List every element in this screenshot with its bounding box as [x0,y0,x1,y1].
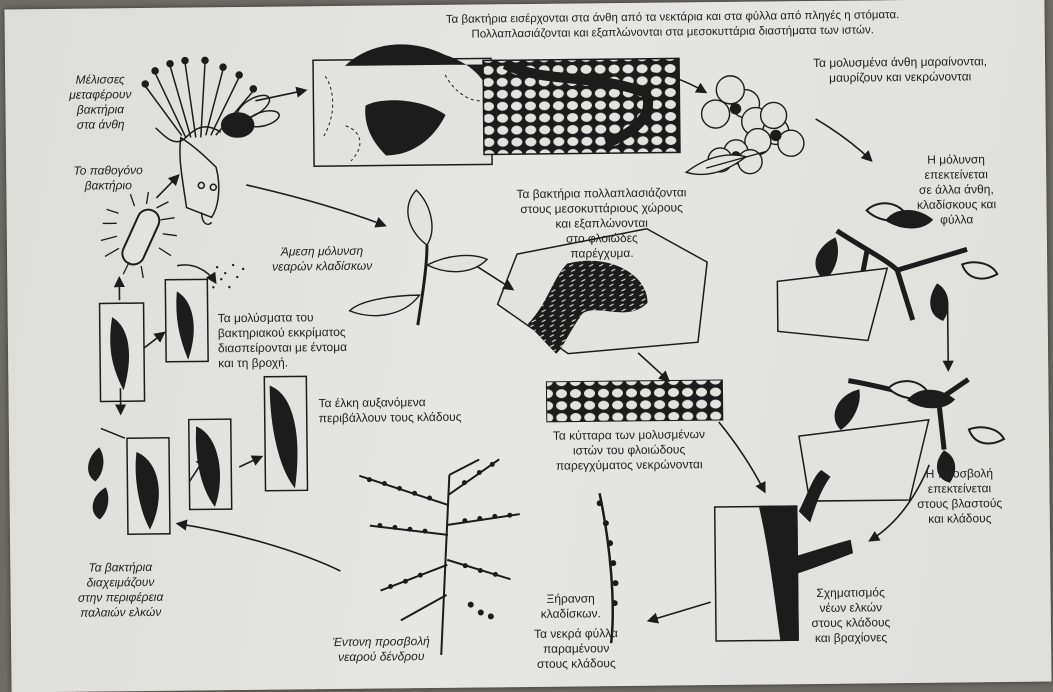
label-infection-spreads: Η μόλυνση επεκτείνεται σε άλλα άνθη, κλα… [896,152,1017,228]
label-flowers-wilt: Τα μολυσμένα άνθη μαραίνονται, μαυρίζουν… [785,54,1015,86]
label-dead-leaves: Τα νεκρά φύλλα παραμένουν στους κλάδους [516,626,636,672]
label-pathogen-bacterium: Το παθογόνο βακτήριο [58,163,158,194]
label-bacteria-multiply: Τα βακτήρια πολλαπλασιάζονται στους μεσο… [476,185,727,263]
label-severe-infection: Έντονη προσβολή νεαρού δένδρου [311,634,451,665]
label-ooze-dispersal: Τα μολύσματα του βακτηριακού εκκρίματος … [218,309,409,371]
label-direct-infection: Άμεση μόλυνση νεαρών κλαδίσκων [257,243,387,274]
disease-cycle-sheet: Μέλισσες μεταφέρουν βακτήρια στα άνθη Τα… [4,0,1051,692]
label-cankers-girdle: Τα έλκη αυξανόμενα περιβάλλουν τους κλάδ… [319,394,519,426]
label-overwintering: Τα βακτήρια διαχειμάζουν στην περιφέρεια… [60,560,181,621]
label-cells-die: Τα κύτταρα των μολυσμένων ιστών του φλοι… [519,427,739,474]
label-new-cankers: Σχηματισμός νέων ελκών στους κλάδους και… [791,585,912,646]
flower-with-bee-illustration [142,57,282,225]
leaf-tissue-section-illustration [313,42,680,167]
label-shoot-infection: Η προσβολή επεκτείνεται στους βλαστούς κ… [899,466,1020,527]
label-bees-carry-bacteria: Μέλισσες μεταφέρουν βακτήρια στα άνθη [45,72,156,133]
pathogen-bacterium-illustration [100,192,177,279]
rain-dots [212,264,245,289]
label-twig-drying: Ξήρανση κλαδίσκων. [516,591,626,622]
